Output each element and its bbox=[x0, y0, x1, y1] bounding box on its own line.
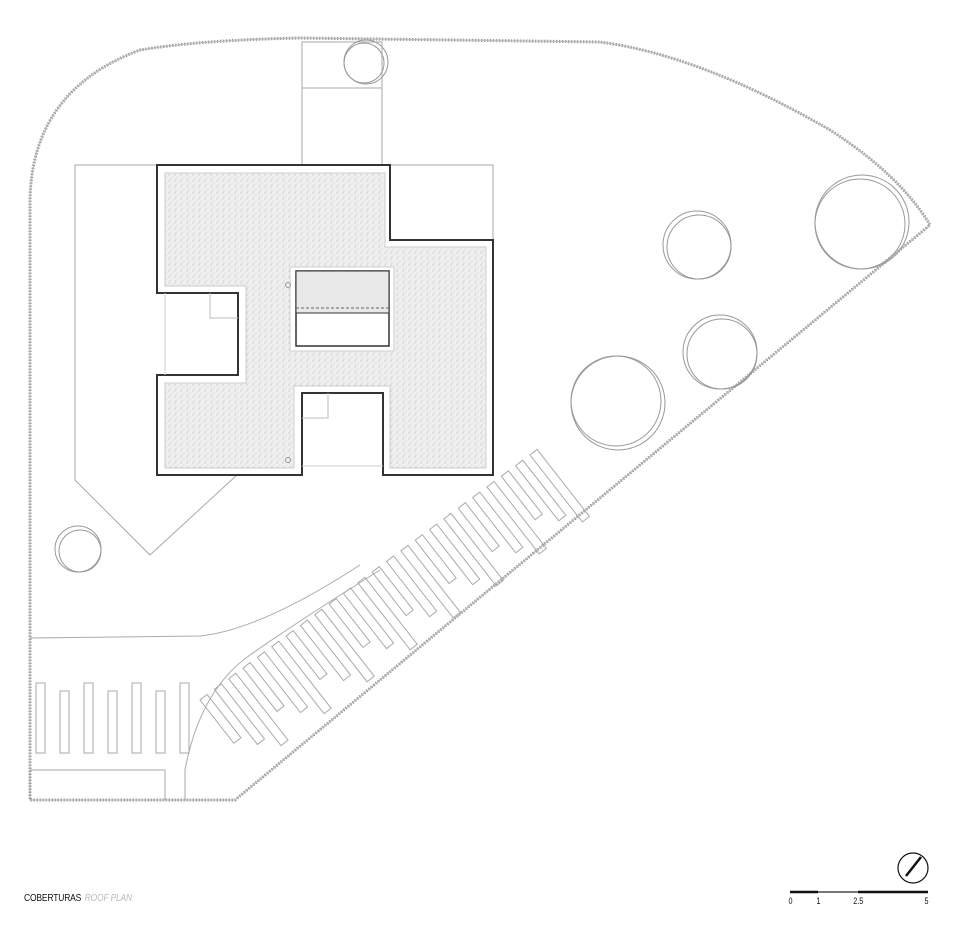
driveway-edge bbox=[29, 564, 361, 639]
paving-strip bbox=[271, 640, 332, 715]
paving-strip bbox=[227, 672, 289, 747]
driveway-edge bbox=[29, 569, 381, 800]
paving-strip bbox=[242, 661, 285, 713]
entrance-gate bbox=[301, 41, 383, 166]
paving-strip bbox=[500, 470, 543, 521]
paving-strip bbox=[107, 690, 118, 754]
paving-strip bbox=[471, 491, 524, 554]
paving-strip bbox=[443, 512, 505, 587]
paving-strip bbox=[414, 533, 457, 585]
paving-strip bbox=[457, 502, 500, 553]
paving-strip bbox=[314, 608, 375, 683]
scale-label: 1 bbox=[816, 896, 821, 906]
paving-strip bbox=[400, 544, 461, 619]
title-sub: ROOF PLAN bbox=[84, 893, 133, 904]
paving-strip bbox=[285, 629, 328, 681]
tree bbox=[54, 525, 102, 573]
drain bbox=[285, 457, 291, 463]
scale-label: 2.5 bbox=[853, 896, 864, 906]
scale-label: 0 bbox=[788, 896, 793, 906]
paving-strip bbox=[179, 682, 190, 754]
tree bbox=[814, 174, 910, 270]
title-main: COBERTURAS bbox=[24, 893, 82, 904]
paving-strip bbox=[486, 480, 548, 555]
scale-label: 5 bbox=[924, 896, 929, 906]
annex-roof bbox=[74, 164, 238, 556]
paving-strip bbox=[199, 693, 242, 745]
drain bbox=[285, 282, 291, 288]
paving-strip bbox=[299, 619, 352, 682]
paving-strip bbox=[213, 683, 266, 746]
paving-strips bbox=[35, 448, 591, 754]
paving-strip bbox=[256, 651, 309, 714]
tree bbox=[662, 210, 732, 280]
paving-strip bbox=[59, 690, 70, 754]
paving-strip bbox=[155, 690, 166, 754]
paving-strip bbox=[385, 555, 438, 618]
paving-strip bbox=[371, 565, 414, 617]
paving-strip bbox=[428, 523, 481, 586]
paving-strip bbox=[357, 576, 418, 651]
main-roof bbox=[156, 164, 494, 476]
paving-strip bbox=[35, 682, 46, 754]
tree bbox=[570, 355, 666, 451]
paving-strip bbox=[342, 587, 395, 650]
paving-strip bbox=[514, 459, 567, 522]
paving-strip bbox=[328, 597, 371, 649]
trees bbox=[54, 39, 910, 573]
tree bbox=[682, 314, 758, 390]
north-arrow-icon bbox=[897, 852, 929, 884]
paving-strip bbox=[83, 682, 94, 754]
paving-strip bbox=[529, 448, 591, 523]
paving-strip bbox=[131, 682, 142, 754]
